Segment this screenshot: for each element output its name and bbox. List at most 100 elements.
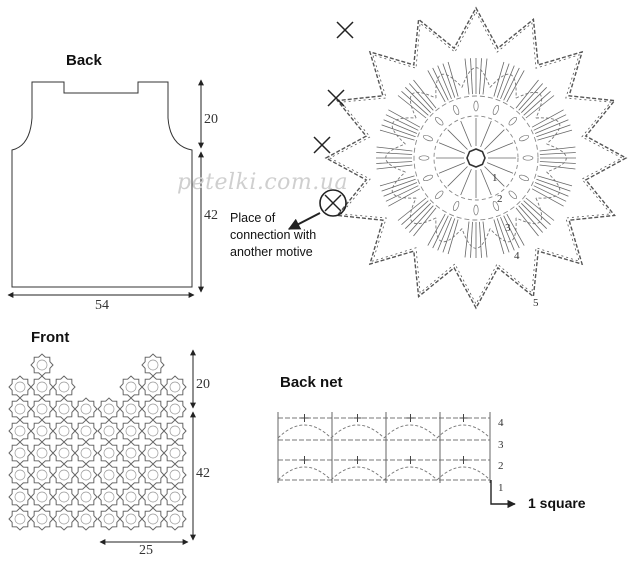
front-motif bbox=[141, 507, 165, 531]
motif-arch bbox=[391, 117, 417, 145]
front-motif bbox=[8, 485, 32, 509]
motif-picot bbox=[508, 116, 518, 126]
motif-stitch bbox=[447, 129, 468, 150]
motif-stitch bbox=[447, 219, 459, 255]
motif-stitch bbox=[376, 146, 413, 152]
motif-stitch bbox=[409, 83, 434, 111]
net-arch bbox=[383, 424, 438, 439]
motif-stitch bbox=[405, 203, 431, 229]
connection-note-line: connection with bbox=[230, 228, 317, 242]
motif-stitch bbox=[464, 221, 470, 258]
front-motif bbox=[141, 441, 165, 465]
motif-stitch bbox=[388, 109, 421, 128]
motif-ring-2 bbox=[433, 115, 519, 201]
motif-picot bbox=[418, 155, 430, 161]
front-motif bbox=[141, 375, 165, 399]
net-arch bbox=[383, 466, 438, 481]
net-arch bbox=[330, 424, 385, 439]
front-dimension-lines bbox=[99, 349, 196, 545]
motif-stitch bbox=[537, 129, 573, 141]
front-motif bbox=[141, 419, 165, 443]
motif-stitch bbox=[523, 91, 551, 116]
one-square-pointer bbox=[490, 480, 516, 509]
motif-stitch bbox=[427, 70, 446, 103]
motif-stitch bbox=[438, 142, 466, 154]
front-motif bbox=[74, 397, 98, 421]
motif-stitch bbox=[432, 215, 449, 249]
motif-ring-3 bbox=[413, 95, 539, 221]
motif-stitch bbox=[539, 146, 576, 152]
motif-stitch bbox=[525, 95, 555, 119]
motif-stitch bbox=[376, 164, 413, 170]
front-motif bbox=[52, 375, 76, 399]
front-motif bbox=[52, 463, 76, 487]
motif-stitch bbox=[379, 129, 415, 141]
motif-stitch bbox=[479, 221, 482, 258]
motif-stitch bbox=[381, 124, 416, 138]
motif-stitch bbox=[447, 61, 459, 97]
motif-stitch bbox=[385, 114, 419, 131]
motif-picot bbox=[452, 104, 460, 116]
motif-stitch bbox=[536, 178, 571, 192]
front-motif bbox=[119, 485, 143, 509]
net-arch bbox=[436, 424, 491, 439]
front-motif bbox=[52, 419, 76, 443]
motif-stitch bbox=[432, 67, 449, 101]
motif-stitch bbox=[518, 83, 543, 111]
motif-stitch bbox=[484, 166, 505, 187]
motif-stitch bbox=[525, 197, 555, 221]
front-motif bbox=[52, 441, 76, 465]
motif-stitch bbox=[438, 162, 466, 174]
motif-stitch bbox=[376, 152, 413, 155]
motif-stitch bbox=[383, 119, 418, 134]
motif-stitch bbox=[376, 161, 413, 164]
front-motif bbox=[74, 507, 98, 531]
motif-stitch bbox=[437, 216, 452, 251]
front-bottom-height-label: 42 bbox=[196, 466, 210, 481]
front-motif bbox=[97, 507, 121, 531]
back-top-height-label: 20 bbox=[204, 112, 218, 127]
motif-picot bbox=[422, 134, 434, 142]
motif-stitch bbox=[486, 162, 514, 174]
back-width-label: 54 bbox=[95, 298, 109, 313]
motif-stitch bbox=[515, 79, 539, 109]
motif-arch bbox=[391, 171, 417, 199]
front-motif bbox=[119, 397, 143, 421]
front-motif bbox=[163, 507, 187, 531]
motif-stitch bbox=[500, 65, 515, 100]
front-motif bbox=[30, 397, 54, 421]
motif-stitch bbox=[482, 221, 488, 258]
motif-stitch bbox=[397, 95, 427, 119]
front-motif bbox=[8, 441, 32, 465]
motif-stitch bbox=[401, 91, 429, 116]
motif-stitch bbox=[405, 87, 431, 113]
motif-picot bbox=[518, 134, 530, 142]
motif-stitch bbox=[531, 188, 564, 207]
front-motif bbox=[97, 463, 121, 487]
front-motif bbox=[163, 375, 187, 399]
motif-stitch bbox=[503, 215, 520, 249]
motif-picot bbox=[522, 155, 534, 161]
motif-stitch bbox=[534, 182, 569, 197]
motif-picot bbox=[434, 190, 444, 200]
front-motif bbox=[141, 397, 165, 421]
motif-stitch bbox=[486, 142, 514, 154]
motif-picot bbox=[518, 174, 530, 182]
motif-picot bbox=[473, 100, 479, 112]
motif-arch bbox=[435, 73, 463, 99]
motif-picot bbox=[508, 190, 518, 200]
motif-stitch bbox=[531, 109, 564, 128]
motif-stitch bbox=[500, 216, 515, 251]
front-motif bbox=[119, 375, 143, 399]
connection-note-line: Place of bbox=[230, 211, 276, 225]
net-arch bbox=[277, 466, 332, 481]
motif-stitch bbox=[437, 65, 452, 100]
one-square-label: 1 square bbox=[528, 495, 586, 511]
front-motif bbox=[8, 419, 32, 443]
motif-stitch bbox=[493, 219, 505, 255]
motif-stitch bbox=[447, 166, 468, 187]
motif-stitch bbox=[409, 205, 434, 233]
motif-stitch bbox=[442, 218, 456, 253]
front-motif bbox=[163, 463, 187, 487]
motif-stitch bbox=[427, 213, 446, 246]
